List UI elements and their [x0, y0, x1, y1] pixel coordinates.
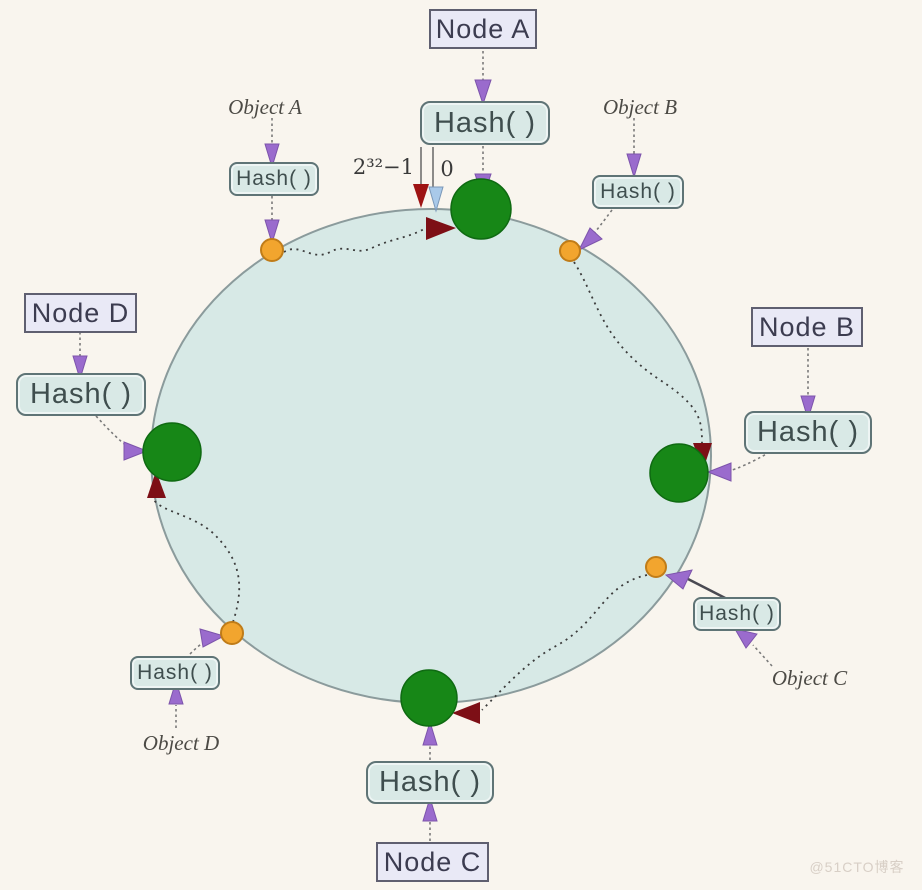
hash-object-a-label: Hash( ): [236, 167, 312, 190]
node-d-circle: [142, 422, 202, 482]
purple-arrowhead-hashObjD-icon: [199, 628, 226, 648]
object-d-marker: [220, 621, 244, 645]
node-a-box: Node A: [429, 9, 537, 49]
range-max-arrowhead-icon: [413, 184, 429, 208]
purple-arrowhead-hashObjC-icon: [664, 569, 693, 590]
hash-node-c-label: Hash( ): [378, 766, 482, 798]
node-a-circle: [450, 178, 512, 240]
node-d-box: Node D: [24, 293, 137, 333]
purple-arrowhead-hashC-icon: [422, 720, 438, 746]
watermark-text: @51CTO博客: [809, 859, 905, 875]
purple-arrowhead-nodeB-icon: [800, 395, 816, 421]
watermark: @51CTO博客: [798, 856, 916, 878]
object-b-text: Object B: [602, 94, 678, 119]
hash-node-a-label: Hash( ): [433, 106, 537, 139]
object-b-marker: [559, 240, 581, 262]
range-zero-text: 0: [440, 157, 454, 181]
hash-box-node-c: Hash( ): [366, 761, 494, 804]
object-a-text: Object A: [228, 94, 302, 119]
stem-objectC-to-hash: [752, 644, 773, 667]
purple-arrowhead-hashD-icon: [123, 441, 149, 461]
purple-arrowhead-hashB-icon: [706, 462, 732, 482]
hash-box-object-a: Hash( ): [229, 162, 319, 196]
hash-object-d-label: Hash( ): [137, 661, 213, 684]
purple-arrowhead-hashObjA-icon: [264, 219, 280, 245]
maroon-arrowhead-to-nodeA-icon: [426, 217, 456, 240]
object-b-title: Object B: [585, 94, 695, 120]
object-d-title: Object D: [126, 729, 236, 757]
path-objectC-to-nodeC: [481, 574, 648, 711]
object-c-text: Object C: [771, 665, 848, 690]
object-c-marker: [645, 556, 667, 578]
stem-hashB-to-ring: [727, 451, 771, 472]
purple-arrowhead-nodeA-icon: [474, 79, 492, 106]
stem-hashD-to-ring: [95, 415, 129, 448]
purple-arrowhead-objectB-icon: [626, 153, 642, 179]
hash-box-object-c: Hash( ): [693, 597, 781, 631]
maroon-arrowhead-to-nodeC-icon: [452, 702, 480, 724]
object-d-text: Object D: [142, 730, 220, 755]
hash-object-b-label: Hash( ): [600, 180, 676, 203]
hash-box-node-b: Hash( ): [744, 411, 872, 454]
range-max-text: 2³²−1: [352, 155, 414, 179]
node-c-label: Node C: [383, 846, 482, 877]
hash-object-c-label: Hash( ): [699, 602, 775, 625]
node-c-box: Node C: [376, 842, 489, 882]
node-c-circle: [400, 669, 458, 727]
object-a-marker: [260, 238, 284, 262]
hash-node-b-label: Hash( ): [756, 416, 860, 448]
stem-hashObjD-to-ring: [189, 640, 207, 655]
node-d-label: Node D: [31, 297, 130, 328]
hash-box-node-a: Hash( ): [420, 101, 550, 145]
hash-box-object-b: Hash( ): [592, 175, 684, 209]
purple-arrowhead-objectA-icon: [264, 143, 280, 169]
object-a-title: Object A: [210, 94, 320, 120]
hash-box-node-d: Hash( ): [16, 373, 146, 416]
purple-arrowhead-hashObjB-icon: [577, 227, 603, 252]
stem-hashObjB-to-ring: [591, 209, 613, 237]
node-b-box: Node B: [751, 307, 863, 347]
object-c-title: Object C: [752, 664, 867, 692]
hash-node-d-label: Hash( ): [29, 378, 133, 410]
purple-arrowhead-objectC-icon: [733, 628, 758, 649]
purple-arrowhead-objectD-icon: [168, 679, 184, 705]
hash-box-object-d: Hash( ): [130, 656, 220, 690]
range-max-label: 2³²−1: [352, 153, 414, 181]
node-b-circle: [649, 443, 709, 503]
node-a-label: Node A: [435, 13, 531, 44]
purple-arrowhead-nodeD-icon: [72, 355, 88, 381]
node-b-label: Node B: [758, 311, 856, 342]
maroon-arrowhead-to-nodeD-icon: [147, 471, 166, 498]
range-zero-label: 0: [437, 155, 457, 183]
purple-arrowhead-nodeC-icon: [422, 796, 438, 822]
range-zero-arrowhead-icon: [428, 186, 444, 213]
